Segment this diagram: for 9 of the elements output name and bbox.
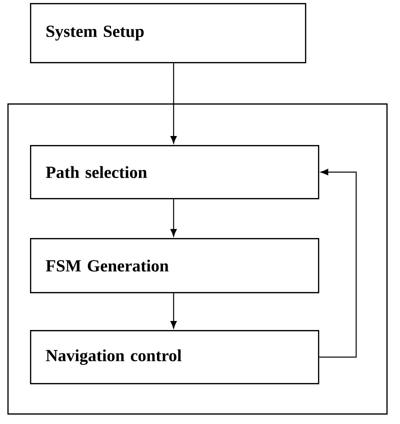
process-box: Path selection xyxy=(30,145,320,200)
arrow xyxy=(170,198,177,236)
arrow xyxy=(170,62,177,144)
process-box: Navigation control xyxy=(30,330,320,384)
arrow xyxy=(170,292,177,328)
arrow xyxy=(318,169,357,358)
process-box: System Setup xyxy=(30,3,306,64)
group-frame xyxy=(7,103,388,415)
process-box: FSM Generation xyxy=(30,238,320,294)
